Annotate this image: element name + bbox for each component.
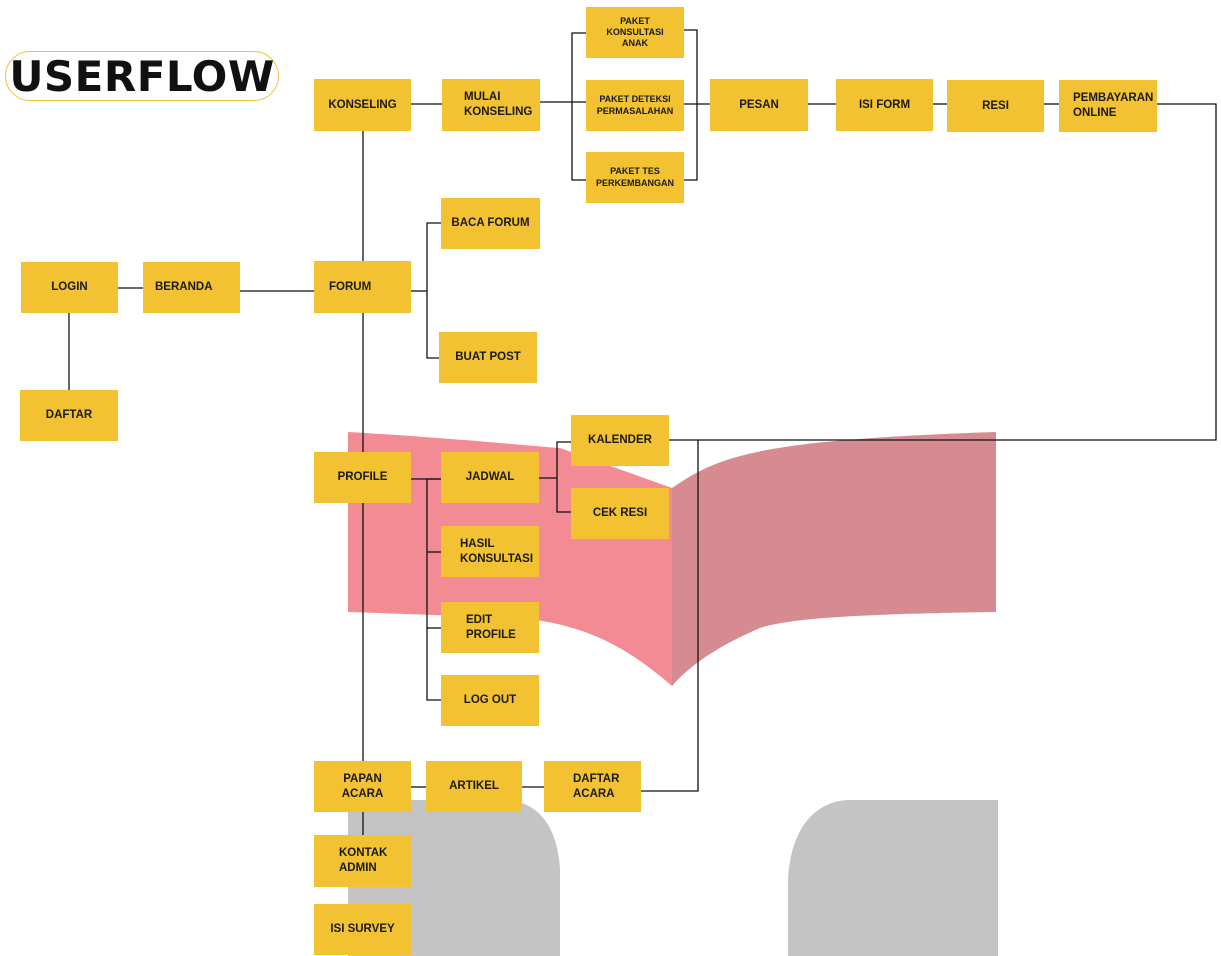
node-baca-forum[interactable]: BACA FORUM: [441, 198, 540, 249]
node-daftar-acara[interactable]: DAFTAR ACARA: [544, 761, 641, 812]
node-daftar[interactable]: DAFTAR: [20, 390, 118, 441]
node-login[interactable]: LOGIN: [21, 262, 118, 313]
node-konseling[interactable]: KONSELING: [314, 79, 411, 131]
node-cek-resi[interactable]: CEK RESI: [571, 488, 669, 539]
connector-lines: [68, 29, 1217, 835]
node-log-out[interactable]: LOG OUT: [441, 675, 539, 726]
node-artikel[interactable]: ARTIKEL: [426, 761, 522, 812]
node-edit-profile[interactable]: EDIT PROFILE: [441, 602, 539, 653]
node-pembayaran-online[interactable]: PEMBAYARAN ONLINE: [1059, 80, 1157, 132]
node-paket-tes-perkembangan[interactable]: PAKET TES PERKEMBANGAN: [586, 152, 684, 203]
node-kalender[interactable]: KALENDER: [571, 415, 669, 466]
node-mulai-konseling[interactable]: MULAI KONSELING: [442, 79, 540, 131]
node-pesan[interactable]: PESAN: [710, 79, 808, 131]
node-isi-survey[interactable]: ISI SURVEY: [314, 904, 411, 955]
node-paket-deteksi-permasalahan[interactable]: PAKET DETEKSI PERMASALAHAN: [586, 80, 684, 131]
node-beranda[interactable]: BERANDA: [143, 262, 240, 313]
node-paket-konsultasi-anak[interactable]: PAKET KONSULTASI ANAK: [586, 7, 684, 58]
node-buat-post[interactable]: BUAT POST: [439, 332, 537, 383]
node-isi-form[interactable]: ISI FORM: [836, 79, 933, 131]
node-resi[interactable]: RESI: [947, 80, 1044, 132]
node-kontak-admin[interactable]: KONTAK ADMIN: [314, 835, 411, 887]
node-hasil-konsultasi[interactable]: HASIL KONSULTASI: [441, 526, 539, 577]
title-pill: USERFLOW: [5, 51, 279, 101]
node-forum[interactable]: FORUM: [314, 261, 411, 313]
node-profile[interactable]: PROFILE: [314, 452, 411, 503]
node-papan-acara[interactable]: PAPAN ACARA: [314, 761, 411, 812]
node-jadwal[interactable]: JADWAL: [441, 452, 539, 503]
gray-shape-right: [788, 800, 998, 956]
red-overlay-right: [672, 432, 996, 686]
page-title: USERFLOW: [9, 51, 275, 101]
